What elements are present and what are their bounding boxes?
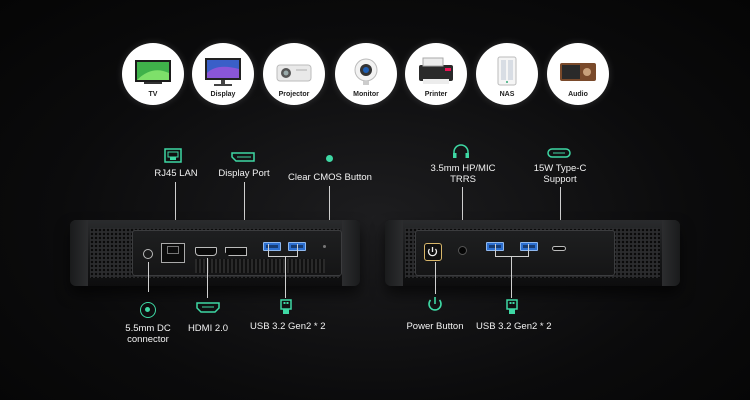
device-printer: Printer	[405, 43, 467, 105]
displayport-port	[225, 247, 247, 256]
device-tv: TV	[122, 43, 184, 105]
hdmi-label: HDMI 2.0	[187, 323, 229, 334]
usb-port	[263, 242, 281, 251]
device-label: Printer	[424, 91, 448, 98]
rj45-label: RJ45 LAN	[154, 168, 198, 179]
device-audio: Audio	[547, 43, 609, 105]
cmos-dot-icon	[326, 155, 333, 162]
security-camera-icon	[354, 58, 378, 85]
ethernet-icon	[164, 148, 182, 163]
typec-label: 15W Type-C Support	[533, 163, 587, 185]
rear-usb-pointer	[511, 256, 512, 298]
power-label: Power Button	[406, 321, 464, 332]
dc-label: 5.5mm DC connector	[125, 323, 171, 345]
usb-a-icon	[280, 299, 292, 314]
dc-jack	[143, 249, 153, 259]
audio-pointer	[462, 187, 463, 235]
printer-icon	[419, 57, 453, 84]
displayport-pointer	[244, 182, 245, 242]
dc-connector-icon	[140, 302, 156, 318]
device-label: TV	[148, 91, 158, 98]
device-display: Display	[192, 43, 254, 105]
projector-icon	[276, 64, 312, 82]
nas-icon	[497, 56, 517, 86]
usb-c-icon	[547, 148, 571, 158]
device-label: Monitor	[353, 91, 379, 98]
device-nas: NAS	[476, 43, 538, 105]
displayport-icon	[231, 152, 255, 162]
display-icon	[205, 58, 241, 86]
cmos-pinhole	[323, 245, 326, 248]
usb-a-icon	[506, 299, 518, 314]
front-usb-label: USB 3.2 Gen2 * 2	[250, 321, 326, 332]
front-mini-pc	[70, 220, 360, 286]
clear-cmos-label: Clear CMOS Button	[288, 172, 372, 183]
power-icon	[428, 297, 442, 311]
typec-pointer	[560, 187, 561, 240]
device-projector: Projector	[263, 43, 325, 105]
cmos-pointer	[329, 186, 330, 238]
usb-port	[520, 242, 538, 251]
rj45-pointer	[175, 182, 176, 232]
audio-icon	[560, 63, 596, 81]
displayport-label: Display Port	[218, 168, 270, 179]
typec-port	[552, 246, 566, 251]
device-label: Projector	[278, 91, 310, 98]
headphone-icon	[453, 144, 469, 158]
rear-io-panel	[415, 230, 615, 276]
device-label: Display	[210, 91, 236, 98]
audio-jack-label: 3.5mm HP/MIC TRRS	[430, 163, 496, 185]
device-monitor: Monitor	[335, 43, 397, 105]
power-button	[424, 243, 442, 261]
power-pointer	[435, 262, 436, 294]
device-label: NAS	[499, 91, 515, 98]
rear-usb-label: USB 3.2 Gen2 * 2	[476, 321, 552, 332]
hdmi-port	[195, 247, 217, 256]
hdmi-pointer	[207, 258, 208, 298]
device-label: Audio	[568, 91, 588, 98]
rear-mini-pc	[385, 220, 680, 286]
dc-pointer	[148, 262, 149, 292]
rj45-port	[161, 243, 185, 263]
front-usb-pointer	[285, 256, 286, 298]
tv-icon	[135, 60, 171, 84]
front-io-panel	[132, 230, 342, 276]
audio-jack	[458, 246, 467, 255]
hdmi-icon	[196, 302, 220, 313]
